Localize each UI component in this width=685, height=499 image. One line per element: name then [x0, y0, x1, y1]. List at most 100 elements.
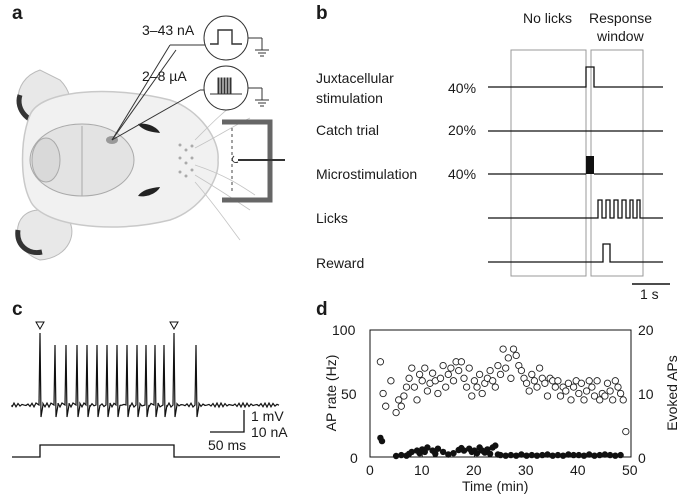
- row-pct-micro: 40%: [448, 166, 477, 182]
- evoked-ap-point: [398, 451, 405, 459]
- end-marker-icon: [169, 321, 179, 331]
- evoked-ap-point: [580, 452, 588, 459]
- evoked-ap-point: [434, 445, 442, 452]
- ap-rate-point: [504, 354, 512, 362]
- juxta-current-label: 3–43 nA: [142, 22, 195, 38]
- ap-rate-point: [603, 379, 612, 387]
- ap-rate-point: [421, 364, 429, 372]
- evoked-ap-point: [445, 451, 452, 458]
- ap-rate-point: [577, 379, 586, 387]
- ap-rate-point: [494, 361, 502, 370]
- ap-rate-point: [619, 396, 627, 404]
- x-tick-50: 50: [622, 462, 638, 478]
- row-label-reward: Reward: [316, 255, 365, 271]
- header-no-licks: No licks: [523, 10, 573, 26]
- evoked-ap-point: [606, 451, 614, 459]
- panel-label-d: d: [316, 299, 328, 320]
- juxta-pipette-2: [111, 49, 177, 141]
- ap-rate-point: [609, 396, 617, 404]
- ap-rate-point: [387, 377, 395, 385]
- x-tick-20: 20: [466, 462, 482, 478]
- voltage-trace: [11, 332, 280, 418]
- evoked-ap-point: [513, 452, 520, 459]
- evoked-ap-point: [586, 451, 593, 458]
- ap-rate-point: [582, 387, 591, 395]
- evoked-ap-point: [544, 451, 551, 458]
- evoked-ap-point: [575, 451, 582, 459]
- ap-rate-point: [460, 374, 468, 382]
- evoked-ap-point: [486, 450, 494, 457]
- evoked-ap-point: [612, 452, 619, 459]
- ap-rate-point: [444, 370, 452, 379]
- ap-rate-point: [564, 379, 573, 387]
- ap-rate-point: [423, 387, 432, 395]
- ap-rate-point: [410, 383, 419, 391]
- evoked-ap-point: [596, 451, 603, 459]
- row-pct-juxta: 40%: [448, 80, 477, 96]
- left-eye: [138, 187, 160, 197]
- ap-rate-point: [590, 392, 599, 400]
- ap-rate-point: [606, 387, 614, 395]
- whisker-pad: [178, 143, 194, 178]
- panel-label-b: b: [316, 3, 328, 24]
- ap-rate-point: [502, 364, 510, 372]
- ap-rate-point: [543, 392, 552, 400]
- evoked-ap-point: [492, 442, 499, 449]
- ap-rate-point: [525, 387, 533, 395]
- ap-rate-point: [400, 392, 408, 400]
- juxta-trace: [488, 66, 663, 88]
- ap-rate-point: [434, 389, 442, 398]
- tongue-icon: [231, 155, 239, 163]
- evoked-ap-point: [502, 452, 509, 459]
- scale-na-label: 10 nA: [251, 424, 288, 440]
- row-label-juxta: Juxtacellular: [316, 70, 394, 86]
- x-axis-label: Time (min): [462, 478, 529, 494]
- ap-rate-point: [491, 383, 499, 391]
- ap-rate-point: [517, 366, 526, 375]
- x-tick-40: 40: [570, 462, 586, 478]
- licks-trace: [488, 199, 663, 219]
- row-label-micro: Microstimulation: [316, 166, 418, 182]
- ap-rate-point: [575, 389, 583, 398]
- ap-rate-point: [551, 383, 559, 391]
- y-right-tick-20: 20: [638, 322, 654, 338]
- micro-current-label: 2–8 µA: [142, 68, 187, 84]
- trial-structure-diagram: [488, 49, 670, 285]
- ap-rate-point: [402, 383, 411, 391]
- right-eye: [138, 123, 160, 133]
- evoked-ap-point: [533, 452, 541, 459]
- scalebar-label: 1 s: [640, 286, 659, 302]
- ap-rate-point: [418, 377, 426, 385]
- ap-rate-point: [475, 370, 484, 379]
- ap-rate-point: [462, 383, 471, 391]
- row-label-catch: Catch trial: [316, 122, 380, 138]
- evoked-ap-point: [523, 452, 530, 459]
- evoked-ap-point: [570, 451, 577, 459]
- evoked-ap-point: [460, 447, 468, 454]
- evoked-ap-point: [528, 451, 535, 459]
- evoked-ap-point: [591, 452, 598, 459]
- ap-rate-point: [588, 383, 596, 391]
- ap-rate-point: [585, 377, 593, 385]
- ap-rate-point: [580, 396, 588, 404]
- left-ear-bottom: [17, 209, 73, 261]
- ap-rate-point: [457, 358, 466, 366]
- ap-rate-point: [556, 392, 565, 400]
- ap-rate-point: [486, 366, 494, 375]
- evoked-ap-point: [432, 450, 439, 457]
- ap-rate-point: [470, 377, 479, 385]
- micro-pulse-train: [210, 77, 242, 95]
- ap-rate-point: [499, 345, 507, 353]
- ap-rate-point: [468, 392, 476, 400]
- ap-rate-point: [533, 383, 541, 391]
- current-step: [12, 444, 280, 458]
- row-label-juxta-2: stimulation: [316, 90, 383, 106]
- evoked-ap-point: [424, 444, 431, 451]
- reward-trace: [488, 243, 663, 263]
- ap-rate-point: [596, 396, 604, 404]
- y-left-tick-50: 50: [341, 386, 357, 402]
- y-left-tick-100: 100: [332, 322, 356, 338]
- ap-rate-point: [455, 366, 463, 375]
- ap-rate-point: [376, 358, 385, 366]
- header-window: window: [597, 28, 644, 44]
